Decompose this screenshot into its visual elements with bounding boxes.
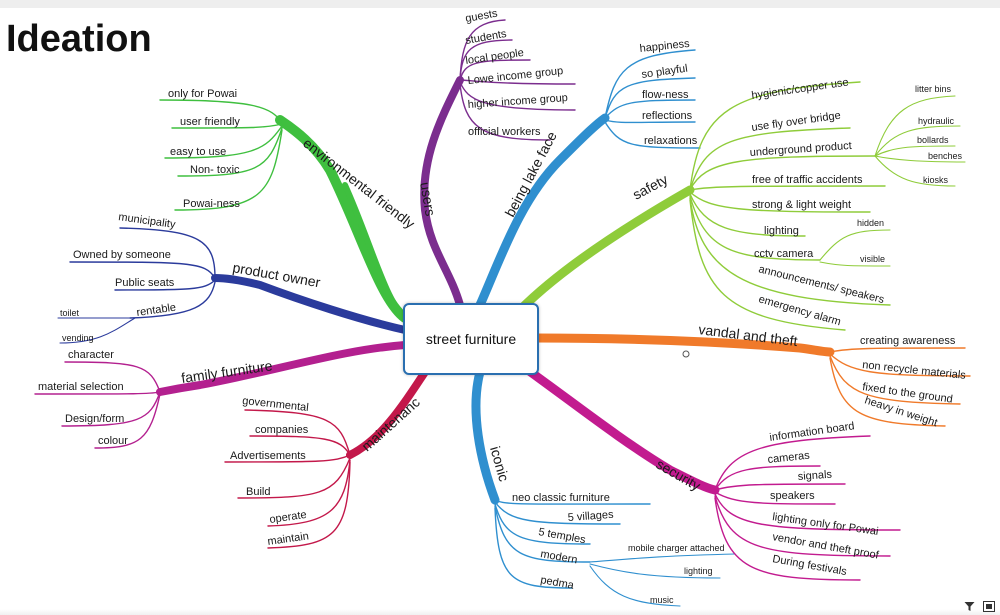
central-topic[interactable]: street furniture <box>403 303 539 375</box>
lake-item: reflections <box>642 110 693 122</box>
owner-item: Public seats <box>115 277 175 289</box>
safety-item: cctv camera <box>754 248 814 260</box>
lake-item: flow-ness <box>642 89 689 101</box>
page-title: Ideation <box>6 18 152 60</box>
family-item: colour <box>98 435 128 447</box>
users-item: students <box>464 28 508 47</box>
owner-item: Owned by someone <box>73 249 171 261</box>
lake-item: happiness <box>639 38 691 55</box>
cctv-sub: visible <box>860 254 885 264</box>
iconic-item: neo classic furniture <box>512 492 610 504</box>
top-bar <box>0 0 1000 8</box>
fullscreen-icon[interactable] <box>982 599 996 613</box>
bottom-bar <box>0 609 1000 615</box>
viewer-toolbar <box>962 599 996 613</box>
branch-label-safety: safety <box>630 171 670 203</box>
branch-lake <box>475 113 610 310</box>
rentable-sub: vending <box>62 333 94 343</box>
family-item: Design/form <box>65 413 124 425</box>
maintenance-item: operate <box>269 509 308 526</box>
vandal-item: non recycle materials <box>862 359 967 382</box>
branch-users <box>420 76 464 309</box>
iconic-item: pedma <box>539 574 575 592</box>
underground-sub: bollards <box>917 135 949 145</box>
users-item: local people <box>465 47 525 67</box>
security-item: During festivals <box>771 553 848 578</box>
env-item: easy to use <box>170 146 226 158</box>
safety-item: free of traffic accidents <box>752 174 863 186</box>
owner-item: rentable <box>136 302 177 319</box>
modern-sub: music <box>650 595 674 605</box>
marker-dot <box>682 350 690 358</box>
security-item: information board <box>769 420 855 444</box>
users-item: official workers <box>468 126 541 138</box>
safety-item: hygienic/copper use <box>751 76 850 102</box>
safety-item: emergency alarm <box>757 293 842 328</box>
filter-icon[interactable] <box>962 599 976 613</box>
branch-iconic <box>471 367 500 505</box>
security-item: cameras <box>767 450 811 466</box>
env-item: only for Powai <box>168 88 237 100</box>
underground-sub: benches <box>928 151 963 161</box>
safety-item: strong & light weight <box>752 199 851 211</box>
security-item: signals <box>797 469 832 483</box>
rentable-sub: toilet <box>60 308 80 318</box>
modern-sub: mobile charger attached <box>628 543 725 553</box>
underground-sub: litter bins <box>915 84 952 94</box>
vandal-item: creating awareness <box>860 335 956 347</box>
family-item: character <box>68 349 114 361</box>
maintenance-item: Build <box>246 486 270 498</box>
branch-label-owner: product owner <box>231 259 321 290</box>
maintenance-item: companies <box>255 424 309 436</box>
branch-label-maintenance: maintenanc <box>358 394 423 454</box>
maintenance-item: maintain <box>267 530 310 548</box>
lake-item: relaxations <box>644 135 698 147</box>
branch-label-users: users <box>417 181 439 217</box>
branch-owner <box>211 274 409 334</box>
cctv-sub: hidden <box>857 218 884 228</box>
central-topic-label: street furniture <box>425 331 517 347</box>
safety-item: lighting <box>764 225 799 237</box>
env-item: Non- toxic <box>190 164 240 176</box>
branch-security <box>520 363 720 495</box>
branch-family <box>156 341 409 396</box>
env-item: Powai-ness <box>183 198 240 210</box>
branch-safety <box>515 185 695 315</box>
family-item: material selection <box>38 381 124 393</box>
iconic-item: modern <box>539 548 578 566</box>
security-item: speakers <box>770 490 815 502</box>
users-item: guests <box>464 7 498 25</box>
branch-label-security: security <box>654 456 704 494</box>
branch-vandal <box>530 333 835 357</box>
modern-sub: lighting <box>684 566 713 576</box>
underground-sub: kiosks <box>923 175 949 185</box>
underground-sub: hydraulic <box>918 116 955 126</box>
env-item: user friendly <box>180 116 240 128</box>
branch-maintenance <box>346 368 429 459</box>
maintenance-item: Advertisements <box>230 450 306 462</box>
iconic-item: 5 villages <box>567 509 614 524</box>
